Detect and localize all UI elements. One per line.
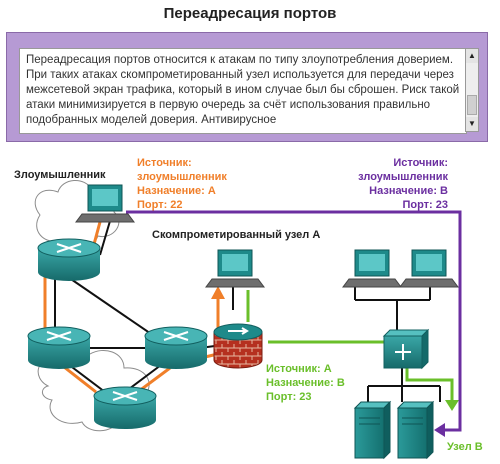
description-text: Переадресация портов относится к атакам … (26, 54, 460, 126)
router-bottom-icon (93, 386, 157, 429)
server-1-icon (353, 400, 392, 460)
scroll-down-icon[interactable]: ▼ (466, 117, 478, 131)
purple-info: Источник: злоумышленник Назначение: B По… (358, 156, 448, 212)
description-panel: Переадресация портов относится к атакам … (6, 32, 488, 142)
orange-info: Источник: злоумышленник Назначение: A По… (137, 156, 227, 212)
orange-info-line-3: Назначение: A (137, 185, 216, 197)
switch-icon (382, 328, 430, 370)
server-2-icon (396, 400, 435, 460)
description-textbox[interactable]: Переадресация портов относится к атакам … (19, 48, 467, 134)
purple-path (126, 210, 462, 432)
purple-info-line-1: Источник: (393, 157, 448, 169)
purple-info-line-2: злоумышленник (358, 171, 448, 183)
green-info: Источник: A Назначение: B Порт: 23 (266, 362, 345, 404)
compromised-host-label: Скомпрометированный узел A (152, 229, 321, 241)
attacker-label: Злоумышленник (14, 169, 106, 181)
purple-info-line-3: Назначение: B (369, 185, 448, 197)
page-title: Переадресация портов (163, 5, 337, 22)
lan-computer-2-icon (399, 249, 459, 288)
compromised-host-computer-icon (205, 249, 265, 288)
scrollbar[interactable]: ▲ ▼ (465, 48, 479, 132)
green-info-line-3: Порт: 23 (266, 391, 312, 403)
router-right-icon (144, 326, 208, 369)
green-arrow-icon (445, 400, 459, 411)
router-top-icon (37, 238, 101, 281)
purple-info-line-4: Порт: 23 (402, 199, 448, 211)
purple-arrow-icon (434, 423, 445, 437)
host-b-label: Узел B (447, 441, 483, 453)
orange-info-line-4: Порт: 22 (137, 199, 183, 211)
router-left-icon (27, 326, 91, 369)
lan-computer-1-icon (342, 249, 402, 288)
orange-arrow-icon (211, 286, 225, 299)
green-info-line-2: Назначение: B (266, 377, 345, 389)
scroll-thumb[interactable] (467, 95, 477, 115)
firewall-icon (213, 323, 263, 369)
orange-info-line-1: Источник: (137, 157, 192, 169)
scroll-up-icon[interactable]: ▲ (466, 49, 478, 63)
green-info-line-1: Источник: A (266, 363, 332, 375)
orange-info-line-2: злоумышленник (137, 171, 227, 183)
attacker-computer-icon (75, 184, 135, 223)
